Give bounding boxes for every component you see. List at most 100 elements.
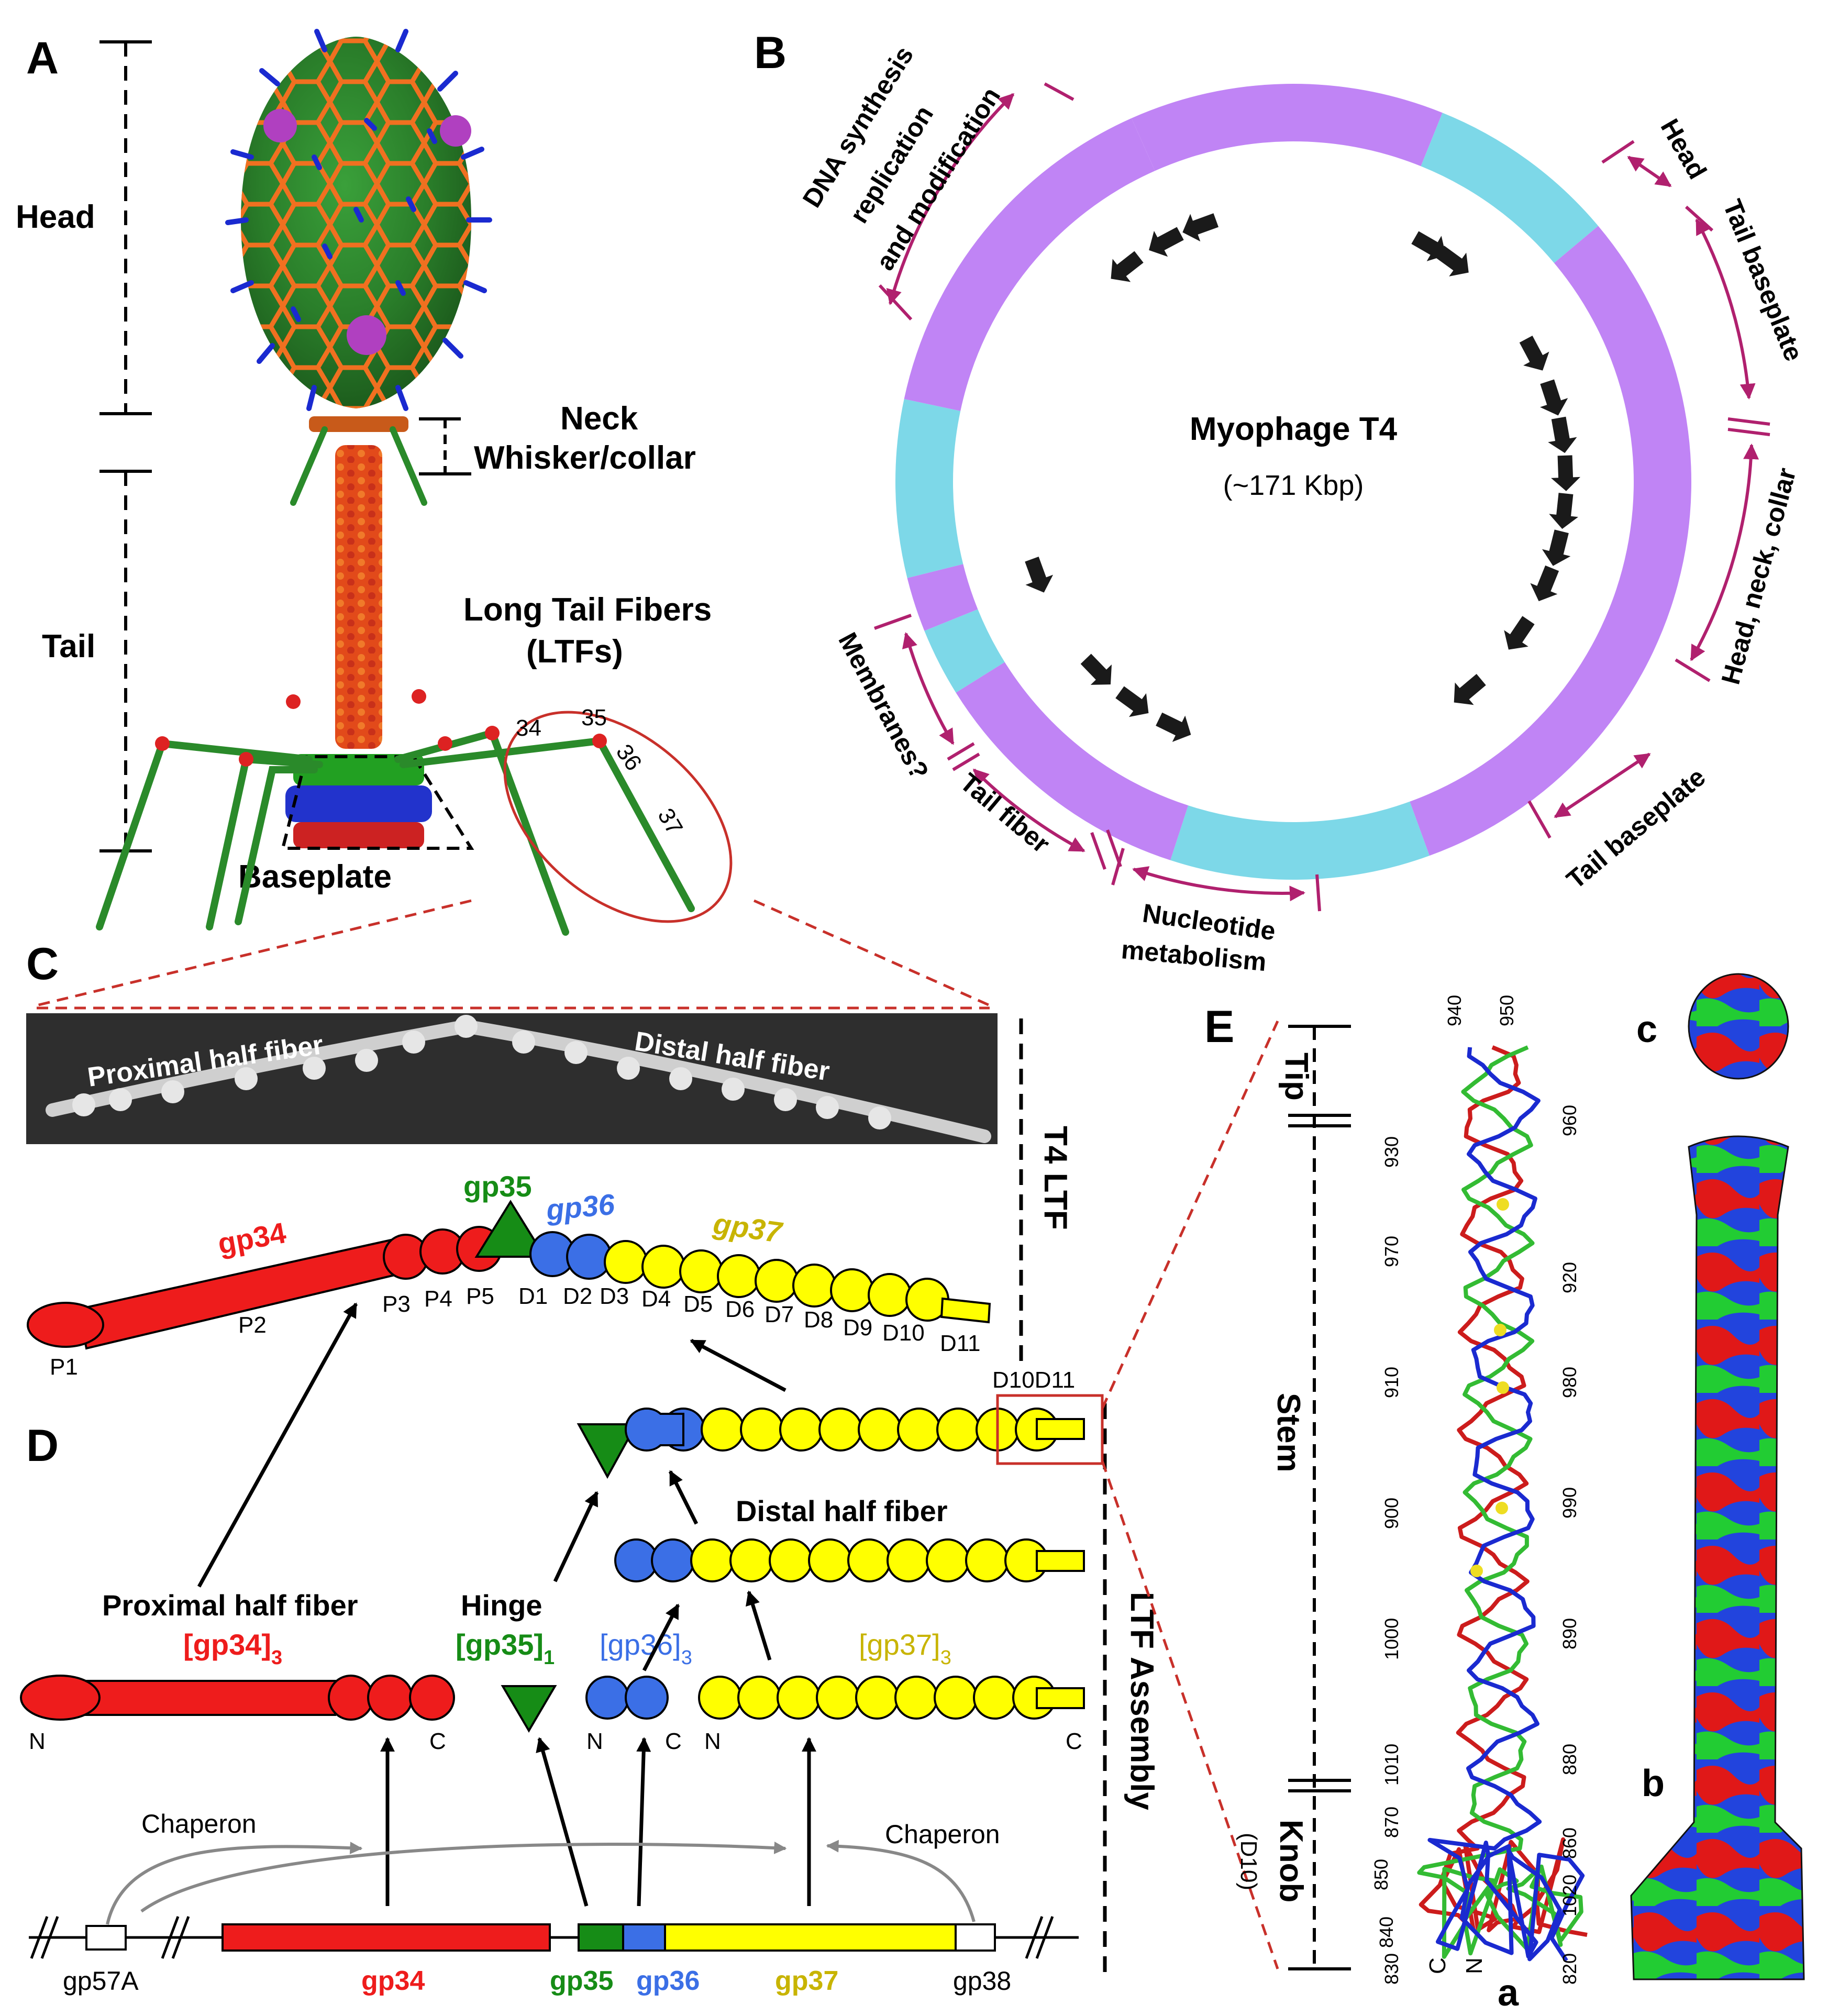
subpanel-a-label: a	[1498, 1972, 1519, 2014]
phage-head-capsid	[225, 29, 492, 411]
residue-number: 900	[1381, 1498, 1402, 1529]
gp37-domain	[779, 1408, 823, 1452]
gp37-domain	[740, 1408, 784, 1452]
gp37-domain	[934, 1676, 978, 1720]
residue-number: 890	[1559, 1618, 1580, 1649]
em-bead	[402, 1031, 425, 1054]
residue-number: 830	[1381, 1953, 1402, 1985]
fiber-num-34: 34	[516, 715, 541, 741]
terminus-c: C	[1425, 1957, 1450, 1974]
panel-label-c: C	[26, 939, 59, 989]
fiber-hinges	[155, 689, 607, 767]
genome-size: (~171 Kbp)	[1223, 470, 1364, 501]
head-bracket	[99, 40, 152, 415]
region-head: Head	[1655, 114, 1712, 184]
distal-half-fiber	[614, 1538, 1085, 1582]
domain-label-d7: D7	[765, 1302, 794, 1327]
surface-side-view	[1630, 1135, 1805, 1980]
gp37-domain	[816, 1676, 860, 1720]
gene-arrow	[1548, 416, 1577, 453]
genome-ring-segment	[895, 398, 963, 578]
d-gp34-3: [gp34]3	[183, 1628, 282, 1669]
domain-label-d8: D8	[804, 1307, 833, 1333]
genome-ring-segment	[1131, 83, 1443, 171]
chaperon-left: Chaperon	[141, 1809, 257, 1838]
residue-number: 870	[1381, 1807, 1402, 1838]
d-gp35-1: [gp35]1	[456, 1628, 555, 1669]
fiber-num-35: 35	[581, 705, 607, 730]
zoom-line-e-top	[1101, 1020, 1279, 1410]
residue-number: 820	[1559, 1953, 1580, 1985]
gp37-domain	[818, 1408, 862, 1452]
knob-sublabel: (D10)	[1236, 1833, 1261, 1890]
head-label: Head	[16, 199, 95, 235]
panel-a-phage: Head Tail Neck Whisker/collar	[16, 29, 733, 936]
panel-c-ltf: Proximal half fiber Distal half fiber T4…	[26, 899, 1073, 1380]
gp37-domain	[936, 1408, 980, 1452]
label-gene-gp35: gp35	[550, 1966, 613, 1996]
zoom-line-right	[753, 899, 991, 1007]
gene-arrow	[1156, 712, 1191, 742]
em-bead	[455, 1015, 478, 1038]
residue-number: 840	[1376, 1917, 1397, 1948]
gp37-domain	[973, 1676, 1017, 1720]
genome-ring-segment	[1170, 801, 1430, 880]
genome-ring-segment	[904, 118, 1155, 411]
gp37-domain	[830, 1268, 874, 1312]
residue-number: 970	[1381, 1236, 1402, 1267]
em-micrograph: Proximal half fiber Distal half fiber	[26, 1013, 998, 1144]
whiskers	[290, 426, 427, 506]
d-gp36-3: [gp36]3	[600, 1628, 692, 1669]
domain-label-d5: D5	[683, 1291, 713, 1317]
em-bead	[617, 1057, 640, 1080]
tail-sheath	[335, 445, 382, 749]
gene-gp57a	[85, 1925, 127, 1951]
gene-arrow	[1519, 336, 1549, 371]
ltf-highlight-ellipse	[503, 711, 733, 923]
gene-arrow	[1182, 213, 1219, 242]
residue-number: 990	[1559, 1487, 1580, 1519]
neck-label: Neck	[560, 401, 638, 437]
fiber-num-37: 37	[652, 804, 688, 839]
panel-label-a: A	[26, 33, 59, 83]
label-gene-gp36: gp36	[636, 1966, 700, 1996]
em-bead	[355, 1049, 378, 1072]
zoom-line-e-bottom	[1101, 1460, 1279, 1969]
gene-arrow	[1540, 379, 1568, 416]
ltf-assembly-label: LTF Assembly	[1124, 1592, 1160, 1810]
domain-label-d6: D6	[725, 1297, 755, 1322]
em-bead	[235, 1067, 258, 1090]
label-gene-gp37: gp37	[775, 1966, 838, 1996]
d-hinge-label: Hinge	[461, 1589, 542, 1622]
domain-ruler	[1288, 1025, 1351, 1970]
label-gp38: gp38	[953, 1966, 1011, 1996]
gene-arrow	[1149, 227, 1184, 257]
panel-b-genome-map: Myophage T4 (~171 Kbp)	[797, 41, 1809, 977]
d-gp34-n: N	[29, 1729, 46, 1754]
gene-arrow	[1551, 455, 1581, 491]
gene-arrow	[1542, 529, 1571, 566]
gene-arrow	[1080, 653, 1112, 685]
ltf-title-line2: (LTFs)	[526, 634, 623, 670]
region-tail-baseplate-2: Tail baseplate	[1561, 762, 1711, 894]
residue-number: 880	[1559, 1744, 1580, 1775]
d-distal-label: Distal half fiber	[736, 1494, 948, 1527]
d-gp37-n: N	[704, 1729, 721, 1754]
genome-ring-segment	[956, 662, 1189, 860]
genome-ring-segment	[1421, 113, 1599, 263]
d10d11-label: D10D11	[992, 1367, 1075, 1393]
residue-number: 980	[1559, 1367, 1580, 1398]
em-bead	[669, 1067, 692, 1090]
component-proteins	[20, 1675, 1085, 1733]
c-gp35-label: gp35	[463, 1170, 532, 1203]
stem-label: Stem	[1270, 1393, 1306, 1472]
panel-label-b: B	[754, 28, 786, 78]
t4-ltf-label: T4 LTF	[1037, 1126, 1073, 1230]
d-gp34-c: C	[429, 1729, 446, 1754]
domain-label-d3: D3	[600, 1283, 629, 1309]
c-gp37-label: gp37	[711, 1206, 785, 1249]
